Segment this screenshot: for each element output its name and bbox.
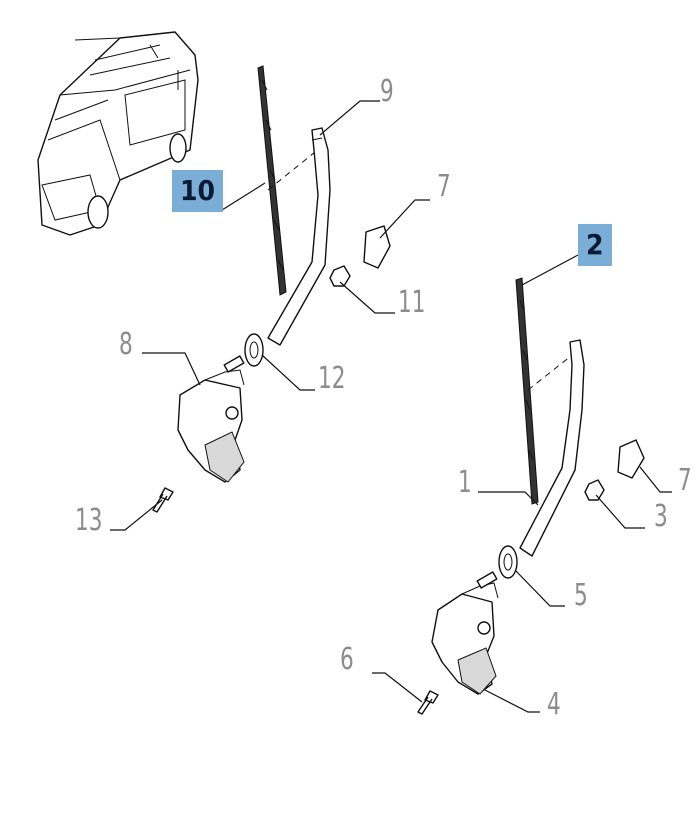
callout-9: 9 [380,74,394,109]
callout-3: 3 [654,499,668,534]
wiper-arm-1 [519,339,585,557]
nut-11 [329,265,351,287]
bolt-6 [417,690,439,715]
cap-7-lower [617,439,645,479]
nut-3 [584,479,605,501]
wiper-blade-10 [257,65,287,296]
callout-12: 12 [318,361,346,396]
callout-7-upper: 7 [437,169,451,204]
callout-10: 10 [172,170,224,212]
cap-7-upper [363,225,391,269]
seal-5 [498,545,518,579]
wiper-blade-2 [515,277,539,505]
callout-13: 13 [75,503,103,538]
callout-4: 4 [547,687,561,722]
leader-lines [110,100,672,713]
callout-11: 11 [398,285,426,320]
callout-7-lower: 7 [678,463,692,498]
wiper-motor-8 [177,355,245,483]
bolt-13 [152,487,174,513]
wiper-arm-9 [267,127,331,346]
van-illustration [37,31,199,236]
callout-5: 5 [574,578,588,613]
callout-8: 8 [119,327,133,362]
seal-12 [244,333,264,367]
callout-6: 6 [340,642,354,677]
callout-2: 2 [578,224,612,266]
callout-1: 1 [458,465,472,500]
wiper-motor-4 [431,571,499,695]
